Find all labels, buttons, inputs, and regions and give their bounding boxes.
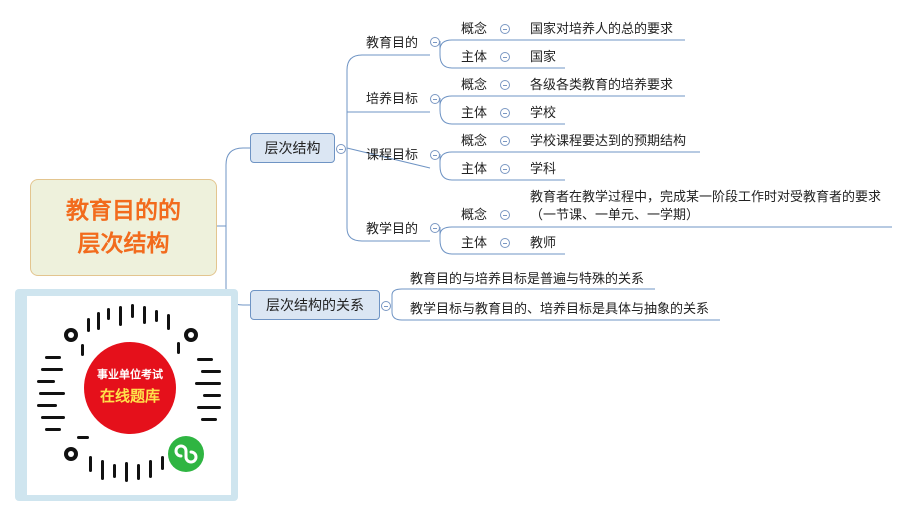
collapse-toggle-icon[interactable]: [500, 164, 510, 174]
qr-code-pattern-icon: [37, 304, 221, 482]
mini-program-icon: [168, 436, 204, 472]
subject-key[interactable]: 主体: [461, 236, 488, 251]
qr-badge-line2: 在线题库: [99, 387, 160, 405]
collapse-toggle-icon[interactable]: [430, 150, 440, 160]
collapse-toggle-icon[interactable]: [500, 238, 510, 248]
concept-value[interactable]: 各级各类教育的培养要求: [530, 78, 674, 93]
root-title-line1: 教育目的的: [66, 197, 181, 224]
subject-value[interactable]: 教师: [530, 236, 557, 251]
collapse-toggle-icon[interactable]: [430, 94, 440, 104]
concept-key[interactable]: 概念: [461, 134, 488, 149]
collapse-toggle-icon[interactable]: [430, 37, 440, 47]
collapse-toggle-icon[interactable]: [381, 301, 391, 311]
collapse-toggle-icon[interactable]: [430, 223, 440, 233]
branch-hierarchy[interactable]: 层次结构: [250, 133, 335, 163]
root-title-line2: 层次结构: [77, 230, 170, 257]
qr-center-badge: 事业单位考试 在线题库: [84, 342, 176, 434]
subject-key[interactable]: 主体: [461, 50, 488, 65]
subject-key[interactable]: 主体: [461, 162, 488, 177]
qr-badge-line1: 事业单位考试: [97, 368, 163, 381]
concept-value[interactable]: 国家对培养人的总的要求: [530, 22, 674, 37]
collapse-toggle-icon[interactable]: [500, 136, 510, 146]
collapse-toggle-icon[interactable]: [500, 210, 510, 220]
collapse-toggle-icon[interactable]: [500, 80, 510, 90]
collapse-toggle-icon[interactable]: [336, 144, 346, 154]
goal-name[interactable]: 课程目标: [366, 148, 419, 163]
goal-name[interactable]: 教育目的: [366, 36, 419, 51]
concept-value[interactable]: 学校课程要达到的预期结构: [530, 134, 687, 149]
branch-relation-label: 层次结构的关系: [266, 298, 364, 314]
goal-name[interactable]: 培养目标: [366, 92, 419, 107]
collapse-toggle-icon[interactable]: [500, 24, 510, 34]
subject-value[interactable]: 国家: [530, 50, 557, 65]
collapse-toggle-icon[interactable]: [500, 108, 510, 118]
branch-relation[interactable]: 层次结构的关系: [250, 290, 380, 320]
subject-key[interactable]: 主体: [461, 106, 488, 121]
subject-value[interactable]: 学科: [530, 162, 557, 177]
collapse-toggle-icon[interactable]: [500, 52, 510, 62]
relation-item[interactable]: 教育目的与培养目标是普遍与特殊的关系: [410, 272, 645, 287]
concept-key[interactable]: 概念: [461, 22, 488, 37]
subject-value[interactable]: 学校: [530, 106, 557, 121]
concept-key[interactable]: 概念: [461, 208, 488, 223]
root-topic[interactable]: 教育目的的 层次结构: [30, 179, 217, 276]
branch-hierarchy-label: 层次结构: [264, 141, 321, 157]
goal-name[interactable]: 教学目的: [366, 222, 419, 237]
concept-value[interactable]: 教育者在教学过程中，完成某一阶段工作时对受教育者的要求（一节课、一单元、一学期）: [530, 190, 882, 223]
concept-key[interactable]: 概念: [461, 78, 488, 93]
relation-item[interactable]: 教学目标与教育目的、培养目标是具体与抽象的关系: [410, 302, 710, 317]
mini-program-logo-icon: [174, 444, 198, 464]
